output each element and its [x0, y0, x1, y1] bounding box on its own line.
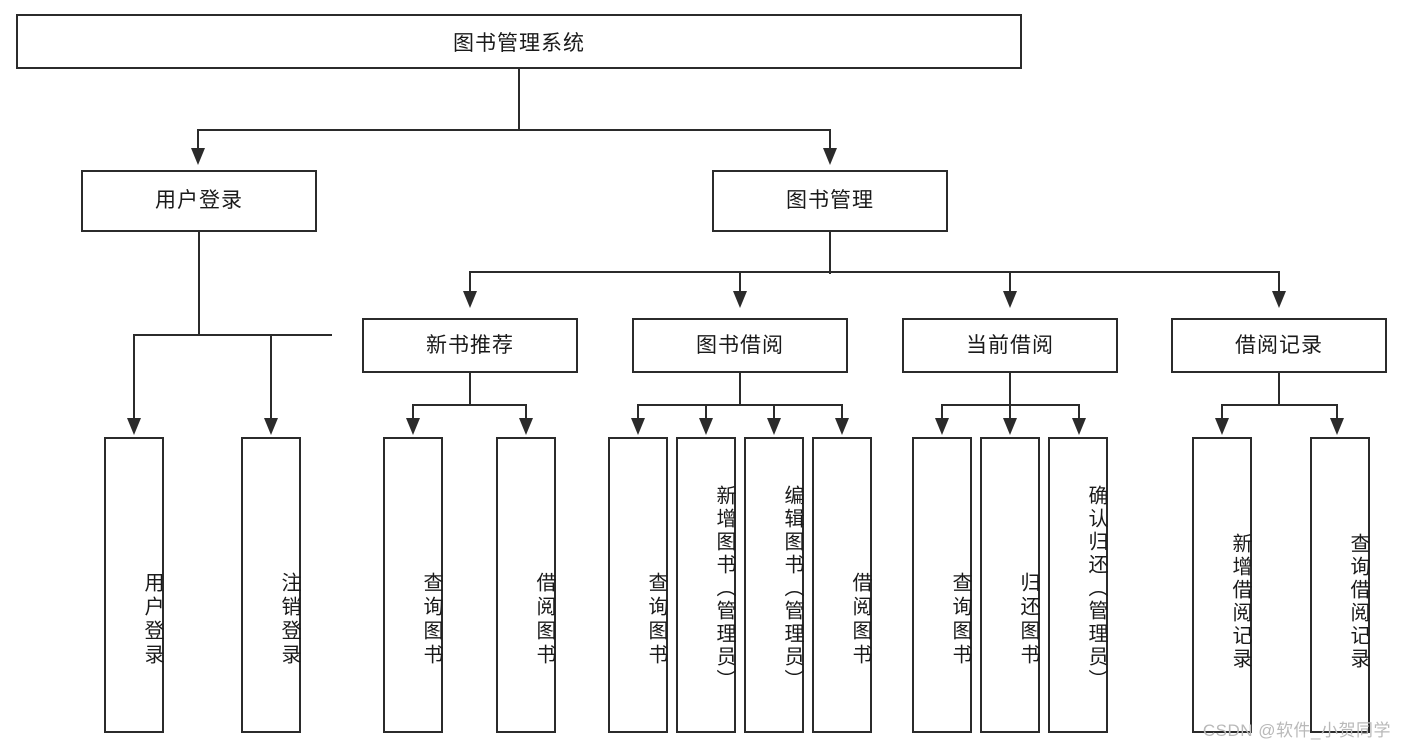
arrowhead-to-current-borrow	[1003, 291, 1017, 308]
leaf-label: 新增借阅记录	[1229, 533, 1251, 671]
connector-cb-drop-2	[1009, 404, 1012, 420]
connector-root-drop-right	[829, 129, 832, 151]
leaf-label: 新增图书（管理员）	[713, 484, 735, 692]
arrowhead-bb-leaf-1	[631, 418, 645, 435]
node-current-borrow[interactable]: 当前借阅	[902, 318, 1118, 373]
connector-br-bus	[1221, 404, 1338, 407]
arrowhead-user-login-leaf-1	[127, 418, 141, 435]
leaf-book-borrow-borrow-book[interactable]: 借阅图书	[812, 437, 872, 733]
connector-bb-bus	[637, 404, 843, 407]
csdn-watermark: CSDN @软件_小贺同学	[1202, 721, 1391, 740]
arrowhead-bb-leaf-3	[767, 418, 781, 435]
connector-book-management-stem	[829, 232, 832, 274]
leaf-label: 查询图书	[420, 572, 442, 668]
leaf-current-borrow-return-book[interactable]: 归还图书	[980, 437, 1040, 733]
leaf-label: 确认归还（管理员）	[1085, 484, 1107, 692]
arrowhead-nbr-leaf-2	[519, 418, 533, 435]
node-label: 图书管理	[786, 189, 874, 213]
connector-cb-drop-3	[1078, 404, 1081, 420]
node-user-login[interactable]: 用户登录	[81, 170, 317, 232]
leaf-label: 借阅图书	[849, 572, 871, 668]
leaf-current-borrow-confirm-return-admin[interactable]: 确认归还（管理员）	[1048, 437, 1108, 733]
connector-br-drop-2	[1336, 404, 1339, 420]
node-borrow-record[interactable]: 借阅记录	[1171, 318, 1387, 373]
leaf-label: 用户登录	[141, 572, 163, 668]
arrowhead-to-borrow-record	[1272, 291, 1286, 308]
node-label: 当前借阅	[966, 333, 1054, 357]
connector-br-drop-1	[1221, 404, 1224, 420]
connector-root-bus	[197, 129, 831, 132]
connector-bb-drop-4	[841, 404, 844, 420]
arrowhead-cb-leaf-2	[1003, 418, 1017, 435]
arrowhead-to-new-book-recommend	[463, 291, 477, 308]
leaf-label: 查询图书	[949, 572, 971, 668]
leaf-label: 注销登录	[278, 572, 300, 668]
arrowhead-br-leaf-2	[1330, 418, 1344, 435]
arrowhead-bb-leaf-2	[699, 418, 713, 435]
connector-bb-drop-3	[773, 404, 776, 420]
connector-bb-stem	[739, 373, 742, 406]
leaf-new-book-borrow-book[interactable]: 借阅图书	[496, 437, 556, 733]
connector-bm-drop-3	[1009, 271, 1012, 293]
node-label: 借阅记录	[1235, 333, 1323, 357]
connector-user-login-bus	[133, 334, 332, 337]
arrowhead-bb-leaf-4	[835, 418, 849, 435]
leaf-book-borrow-query-book[interactable]: 查询图书	[608, 437, 668, 733]
connector-nbr-drop-1	[412, 404, 415, 420]
connector-bm-drop-2	[739, 271, 742, 293]
connector-bb-drop-1	[637, 404, 640, 420]
connector-cb-drop-1	[941, 404, 944, 420]
leaf-user-login-login[interactable]: 用户登录	[104, 437, 164, 733]
connector-cb-stem	[1009, 373, 1012, 406]
connector-user-login-drop-1	[133, 334, 136, 420]
leaf-borrow-record-query-record[interactable]: 查询借阅记录	[1310, 437, 1370, 733]
leaf-label: 查询图书	[645, 572, 667, 668]
leaf-label: 编辑图书（管理员）	[781, 484, 803, 692]
leaf-user-login-logout[interactable]: 注销登录	[241, 437, 301, 733]
connector-user-login-stem	[198, 232, 201, 336]
leaf-borrow-record-add-record[interactable]: 新增借阅记录	[1192, 437, 1252, 733]
connector-br-stem	[1278, 373, 1281, 406]
arrowhead-to-book-management	[823, 148, 837, 165]
node-book-management[interactable]: 图书管理	[712, 170, 948, 232]
connector-nbr-drop-2	[525, 404, 528, 420]
leaf-label: 借阅图书	[533, 572, 555, 668]
connector-bm-drop-1	[469, 271, 472, 293]
node-label: 新书推荐	[426, 333, 514, 357]
arrowhead-user-login-leaf-2	[264, 418, 278, 435]
connector-root-stem	[518, 69, 521, 131]
node-new-book-recommend[interactable]: 新书推荐	[362, 318, 578, 373]
node-label: 用户登录	[155, 189, 243, 213]
connector-bb-drop-2	[705, 404, 708, 420]
arrowhead-br-leaf-1	[1215, 418, 1229, 435]
leaf-label: 查询借阅记录	[1347, 533, 1369, 671]
arrowhead-cb-leaf-3	[1072, 418, 1086, 435]
node-book-borrow[interactable]: 图书借阅	[632, 318, 848, 373]
arrowhead-cb-leaf-1	[935, 418, 949, 435]
connector-book-management-bus	[469, 271, 1280, 274]
leaf-new-book-query-book[interactable]: 查询图书	[383, 437, 443, 733]
leaf-book-borrow-add-book-admin[interactable]: 新增图书（管理员）	[676, 437, 736, 733]
connector-user-login-drop-2	[270, 334, 273, 420]
connector-root-drop-left	[197, 129, 200, 151]
leaf-label: 归还图书	[1017, 572, 1039, 668]
leaf-book-borrow-edit-book-admin[interactable]: 编辑图书（管理员）	[744, 437, 804, 733]
connector-nbr-bus	[412, 404, 527, 407]
arrowhead-to-user-login	[191, 148, 205, 165]
leaf-current-borrow-query-book[interactable]: 查询图书	[912, 437, 972, 733]
arrowhead-to-book-borrow	[733, 291, 747, 308]
node-label: 图书借阅	[696, 333, 784, 357]
node-label: 图书管理系统	[453, 31, 585, 55]
connector-nbr-stem	[469, 373, 472, 406]
connector-bm-drop-4	[1278, 271, 1281, 293]
arrowhead-nbr-leaf-1	[406, 418, 420, 435]
node-root-book-management-system[interactable]: 图书管理系统	[16, 14, 1022, 69]
